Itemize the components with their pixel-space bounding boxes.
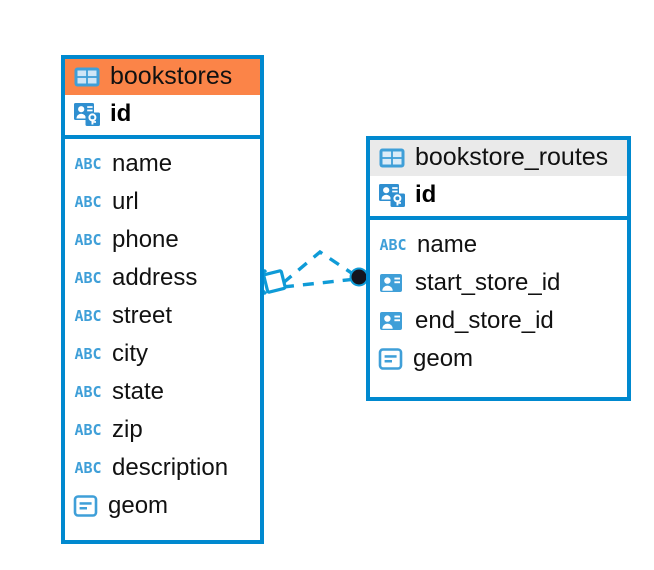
field-label-url: url <box>112 188 139 215</box>
field-row-phone[interactable]: ABC phone <box>73 221 252 259</box>
field-label-state: state <box>112 378 165 405</box>
entity-header-bookstores[interactable]: bookstores <box>65 59 260 95</box>
text-type-icon: ABC <box>74 268 102 287</box>
text-type-icon: ABC <box>379 235 407 254</box>
field-label-phone: phone <box>112 226 179 253</box>
entity-table-bookstores[interactable]: bookstores id ABC <box>61 55 264 544</box>
field-row-primary-key[interactable]: id <box>65 95 260 139</box>
text-type-icon: ABC <box>74 420 102 439</box>
field-label-name: name <box>417 231 478 258</box>
field-row-primary-key[interactable]: id <box>370 176 627 220</box>
field-label-zip: zip <box>112 416 143 443</box>
geometry-type-icon <box>378 347 404 371</box>
entity-table-bookstore-routes[interactable]: bookstore_routes id ABC <box>366 136 631 401</box>
field-label-street: street <box>112 302 173 329</box>
foreign-key-icon <box>378 271 406 295</box>
primary-key-icon <box>73 101 101 127</box>
entity-title-bookstores: bookstores <box>110 62 233 90</box>
field-row-address[interactable]: ABC address <box>73 259 252 297</box>
entity-field-list-bookstores: ABC name ABC url ABC phone ABC address A… <box>65 139 260 540</box>
table-icon <box>73 65 101 89</box>
entity-title-bookstore-routes: bookstore_routes <box>415 143 609 171</box>
field-label-id: id <box>415 181 437 208</box>
entity-header-bookstore-routes[interactable]: bookstore_routes <box>370 140 627 176</box>
field-row-city[interactable]: ABC city <box>73 335 252 373</box>
field-label-name: name <box>112 150 173 177</box>
field-row-end-store-id[interactable]: end_store_id <box>378 302 619 340</box>
field-row-street[interactable]: ABC street <box>73 297 252 335</box>
field-label-start-store-id: start_store_id <box>415 269 561 296</box>
field-row-state[interactable]: ABC state <box>73 373 252 411</box>
field-row-geom[interactable]: geom <box>378 340 619 378</box>
field-row-start-store-id[interactable]: start_store_id <box>378 264 619 302</box>
text-type-icon: ABC <box>74 154 102 173</box>
field-label-end-store-id: end_store_id <box>415 307 554 334</box>
field-row-name[interactable]: ABC name <box>378 226 619 264</box>
entity-field-list-bookstore-routes: ABC name start_store_id <box>370 220 627 397</box>
relationship-line-lower <box>282 277 357 289</box>
crows-foot-diamond-icon <box>260 268 287 296</box>
field-label-city: city <box>112 340 148 367</box>
field-row-description[interactable]: ABC description <box>73 449 252 487</box>
field-row-zip[interactable]: ABC zip <box>73 411 252 449</box>
text-type-icon: ABC <box>74 192 102 211</box>
field-label-geom: geom <box>108 492 169 519</box>
foreign-key-icon <box>378 309 406 333</box>
text-type-icon: ABC <box>74 306 102 325</box>
relationship-line-upper <box>281 249 357 285</box>
table-icon <box>378 146 406 170</box>
text-type-icon: ABC <box>74 382 102 401</box>
field-row-url[interactable]: ABC url <box>73 183 252 221</box>
text-type-icon: ABC <box>74 458 102 477</box>
text-type-icon: ABC <box>74 230 102 249</box>
field-label-geom: geom <box>413 345 474 372</box>
field-label-address: address <box>112 264 198 291</box>
primary-key-icon <box>378 182 406 208</box>
field-row-geom[interactable]: geom <box>73 487 252 525</box>
geometry-type-icon <box>73 494 99 518</box>
field-row-name[interactable]: ABC name <box>73 145 252 183</box>
text-type-icon: ABC <box>74 344 102 363</box>
field-label-id: id <box>110 100 132 127</box>
field-label-description: description <box>112 454 229 481</box>
